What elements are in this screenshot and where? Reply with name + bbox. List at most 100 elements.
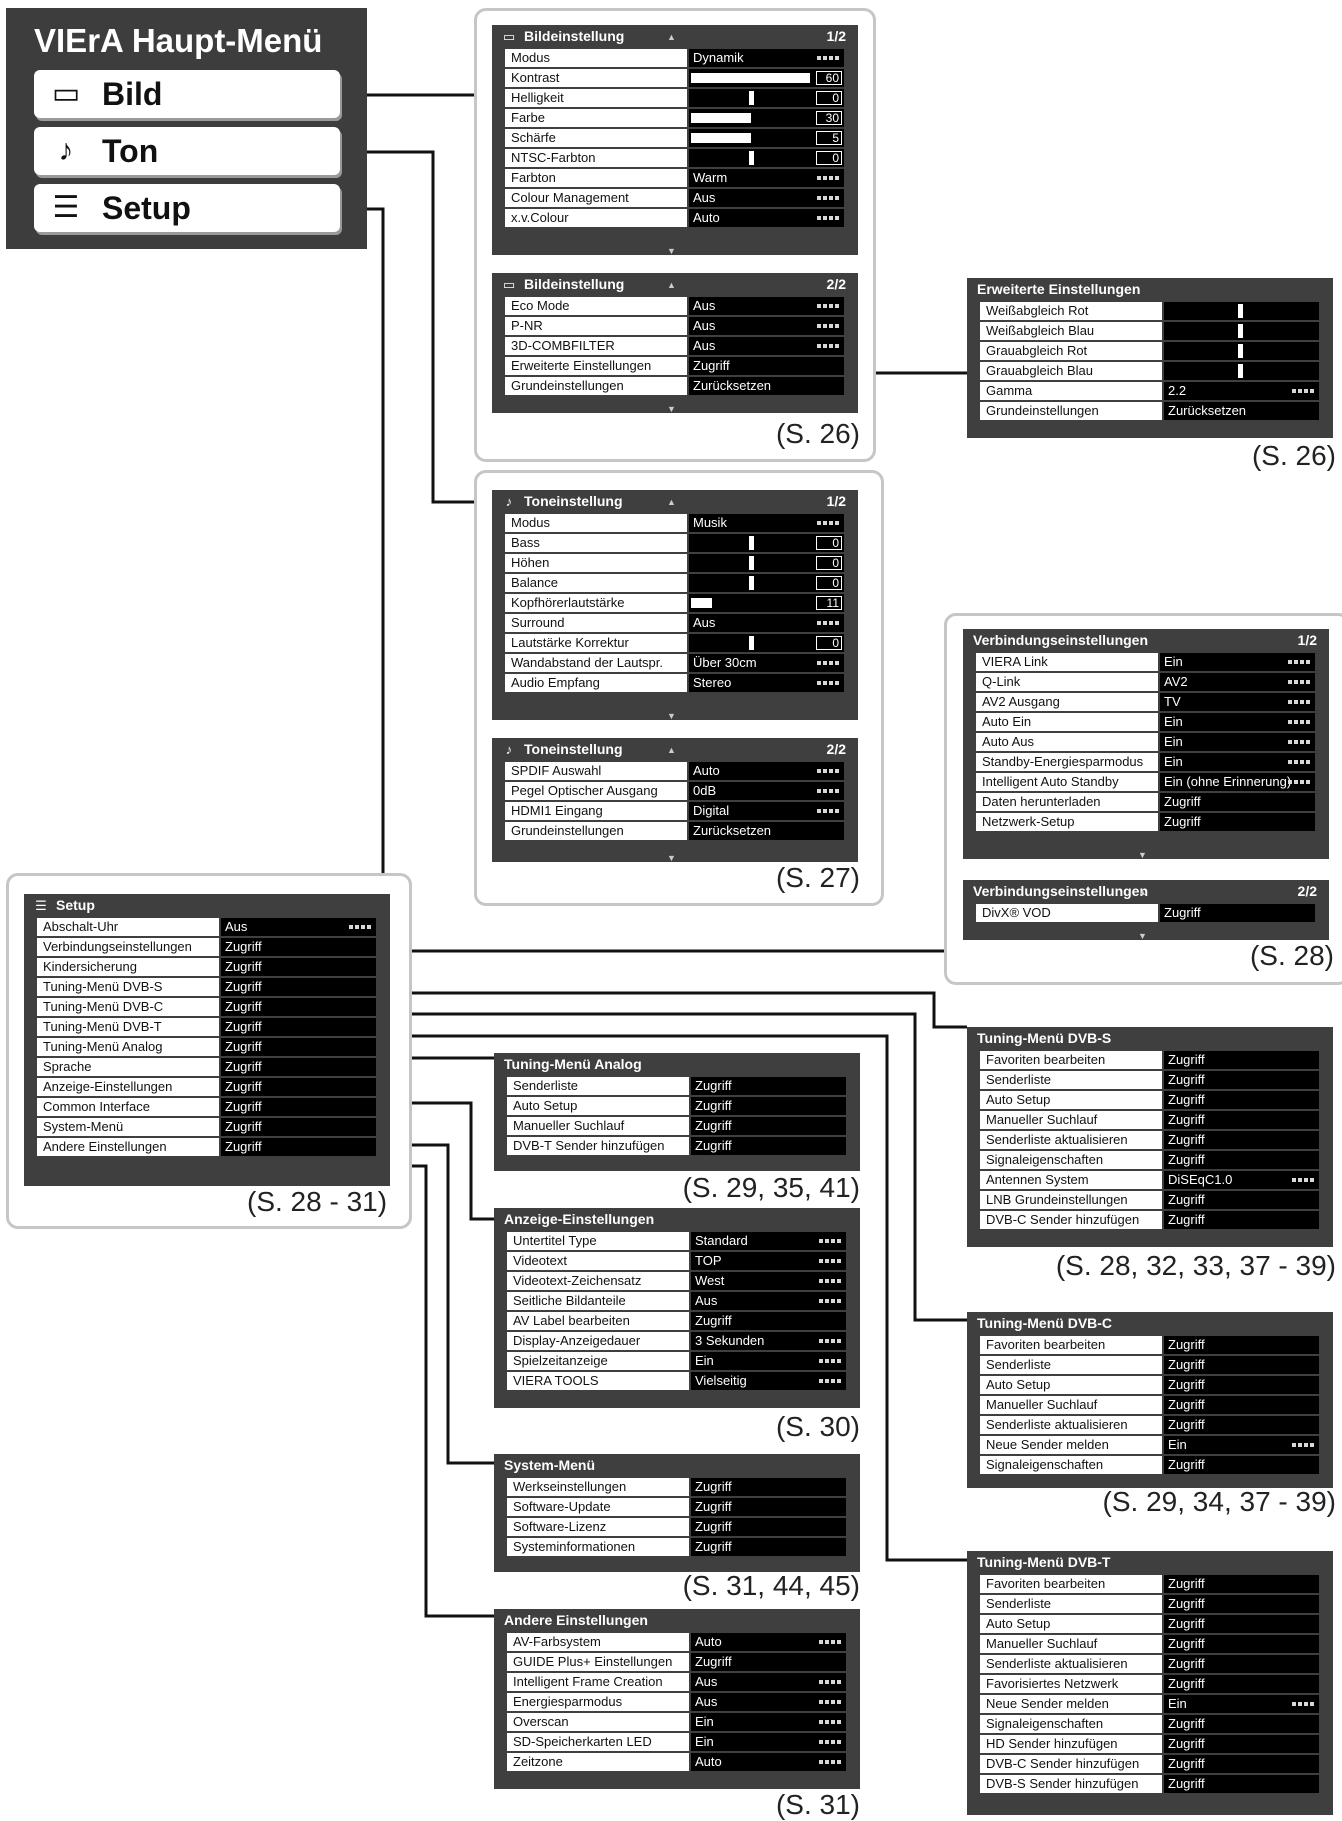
menu-row[interactable]: Schärfe5 — [505, 129, 844, 147]
row-value[interactable]: Zugriff — [221, 978, 376, 996]
menu-row[interactable]: Wandabstand der Lautspr.Über 30cm — [505, 654, 844, 672]
row-value[interactable]: TOP — [691, 1252, 846, 1270]
row-value[interactable]: Zugriff — [1164, 1396, 1319, 1414]
row-value[interactable]: Zugriff — [221, 1098, 376, 1116]
menu-row[interactable]: NTSC-Farbton0 — [505, 149, 844, 167]
row-value[interactable]: Ein — [691, 1352, 846, 1370]
row-value[interactable]: Stereo — [689, 674, 844, 692]
row-value[interactable]: Auto — [689, 209, 844, 227]
scroll-up-arrow[interactable]: ▲ — [667, 745, 676, 755]
scroll-down-arrow[interactable]: ▼ — [667, 853, 676, 863]
menu-button-bild[interactable]: ▭ Bild — [34, 70, 340, 118]
row-value[interactable]: Ein (ohne Erinnerung) — [1160, 773, 1315, 791]
menu-row[interactable]: Helligkeit0 — [505, 89, 844, 107]
scroll-down-arrow[interactable]: ▼ — [1138, 850, 1147, 860]
row-value[interactable]: 2.2 — [1164, 382, 1319, 400]
row-value[interactable]: 0 — [689, 634, 844, 652]
row-value[interactable]: 0dB — [689, 782, 844, 800]
row-value[interactable]: 0 — [689, 534, 844, 552]
menu-row[interactable]: Gamma2.2 — [980, 382, 1319, 400]
row-value[interactable]: Zugriff — [221, 1058, 376, 1076]
menu-row[interactable]: Display-Anzeigedauer3 Sekunden — [507, 1332, 846, 1350]
menu-row[interactable]: Untertitel TypeStandard — [507, 1232, 846, 1250]
row-value[interactable]: Zugriff — [221, 1078, 376, 1096]
row-value[interactable]: 11 — [689, 594, 844, 612]
menu-button-ton[interactable]: ♪ Ton — [34, 127, 340, 175]
row-value[interactable]: Zugriff — [691, 1538, 846, 1556]
menu-row[interactable]: Videotext-ZeichensatzWest — [507, 1272, 846, 1290]
row-value[interactable]: 0 — [689, 574, 844, 592]
menu-row[interactable]: Weißabgleich Blau — [980, 322, 1319, 340]
row-value[interactable]: Vielseitig — [691, 1372, 846, 1390]
row-value[interactable]: Zugriff — [1164, 1051, 1319, 1069]
row-value[interactable]: Zugriff — [1164, 1131, 1319, 1149]
row-value[interactable]: AV2 — [1160, 673, 1315, 691]
menu-row[interactable]: Balance0 — [505, 574, 844, 592]
row-value[interactable]: Zugriff — [1164, 1635, 1319, 1653]
menu-row[interactable]: Auto AusEin — [976, 733, 1315, 751]
row-value[interactable]: Dynamik — [689, 49, 844, 67]
row-value[interactable]: 60 — [689, 69, 844, 87]
row-value[interactable]: Zugriff — [1164, 1336, 1319, 1354]
menu-row[interactable]: Grauabgleich Blau — [980, 362, 1319, 380]
menu-button-setup[interactable]: ☰ Setup — [34, 184, 340, 232]
row-value[interactable]: Zugriff — [221, 1018, 376, 1036]
menu-row[interactable]: FarbtonWarm — [505, 169, 844, 187]
row-value[interactable]: Zugriff — [691, 1117, 846, 1135]
row-value[interactable]: Zugriff — [689, 357, 844, 375]
menu-row[interactable]: Neue Sender meldenEin — [980, 1695, 1319, 1713]
row-value[interactable]: Zugriff — [1164, 1071, 1319, 1089]
menu-row[interactable]: OverscanEin — [507, 1713, 846, 1731]
menu-row[interactable]: P-NRAus — [505, 317, 844, 335]
menu-row[interactable]: AV2 AusgangTV — [976, 693, 1315, 711]
row-value[interactable]: 30 — [689, 109, 844, 127]
row-value[interactable]: Zugriff — [221, 1118, 376, 1136]
menu-row[interactable]: SurroundAus — [505, 614, 844, 632]
menu-row[interactable]: Kopfhörerlautstärke11 — [505, 594, 844, 612]
row-value[interactable]: Zugriff — [221, 1138, 376, 1156]
row-value[interactable]: Zugriff — [1160, 813, 1315, 831]
row-value[interactable]: TV — [1160, 693, 1315, 711]
row-value[interactable]: Zugriff — [1164, 1456, 1319, 1474]
row-value[interactable]: Zugriff — [221, 1038, 376, 1056]
row-value[interactable]: Auto — [689, 762, 844, 780]
row-value[interactable]: Zugriff — [1164, 1775, 1319, 1793]
menu-row[interactable]: VideotextTOP — [507, 1252, 846, 1270]
row-value[interactable]: Ein — [1164, 1695, 1319, 1713]
menu-row[interactable]: Seitliche BildanteileAus — [507, 1292, 846, 1310]
menu-row[interactable]: Farbe30 — [505, 109, 844, 127]
row-value[interactable]: Zugriff — [1164, 1735, 1319, 1753]
row-value[interactable]: Standard — [691, 1232, 846, 1250]
row-value[interactable]: Zugriff — [1164, 1715, 1319, 1733]
row-value[interactable]: Ein — [1160, 733, 1315, 751]
row-value[interactable]: Zugriff — [1164, 1191, 1319, 1209]
row-value[interactable]: Zugriff — [1164, 1675, 1319, 1693]
scroll-up-arrow[interactable]: ▲ — [667, 32, 676, 42]
row-value[interactable]: Auto — [691, 1633, 846, 1651]
